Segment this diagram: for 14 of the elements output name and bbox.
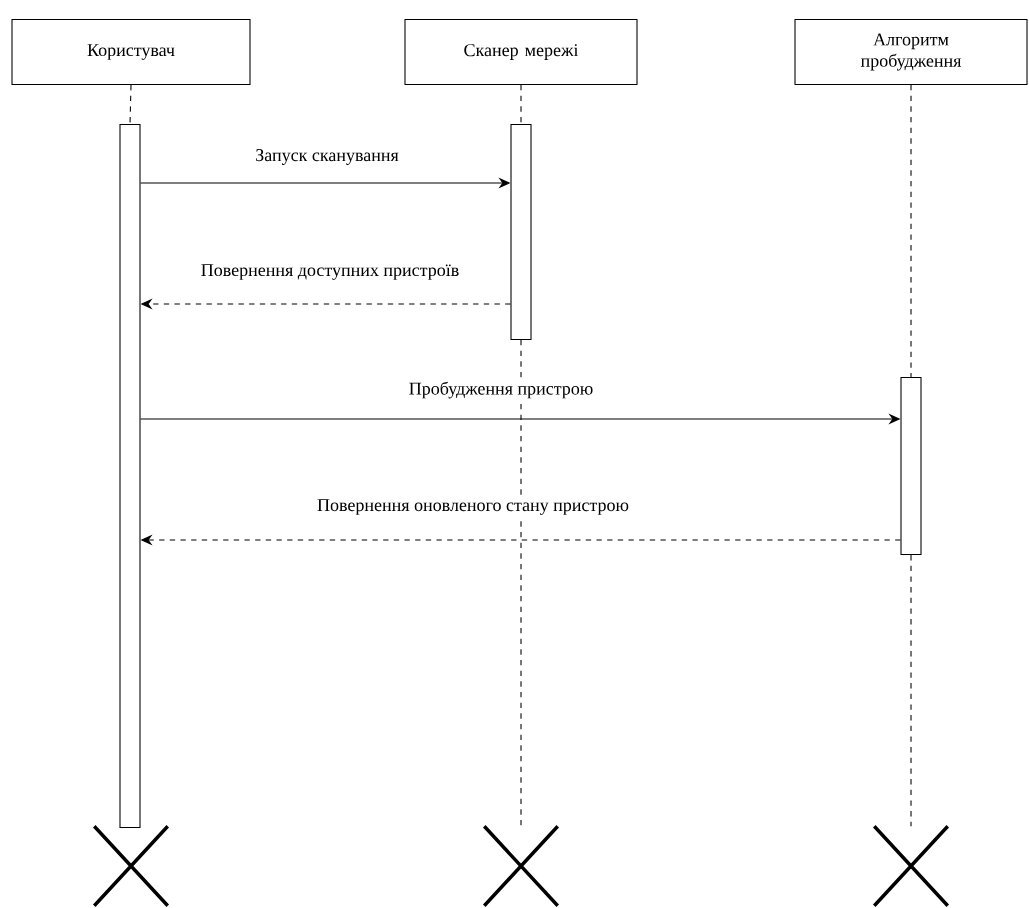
lifeline xyxy=(910,84,912,378)
destruction-mark xyxy=(482,824,560,908)
activation-bar xyxy=(510,123,532,341)
lifeline-header-box: Алгоритм пробудження xyxy=(794,18,1028,86)
activation-bar xyxy=(119,123,141,829)
destruction-mark xyxy=(872,824,950,908)
activation-bar xyxy=(900,376,922,556)
destruction-mark xyxy=(92,824,170,908)
edge-label: Повернення доступних пристроїв xyxy=(199,262,461,282)
lifeline-header-box: Користувач xyxy=(11,18,251,86)
edge-label: Запуск сканування xyxy=(253,147,401,167)
edge-label: Пробудження пристрою xyxy=(407,380,595,400)
edge-label: Повернення оновленого стану пристрою xyxy=(315,497,631,517)
lifeline-header-box: Сканер мережі xyxy=(404,18,638,86)
